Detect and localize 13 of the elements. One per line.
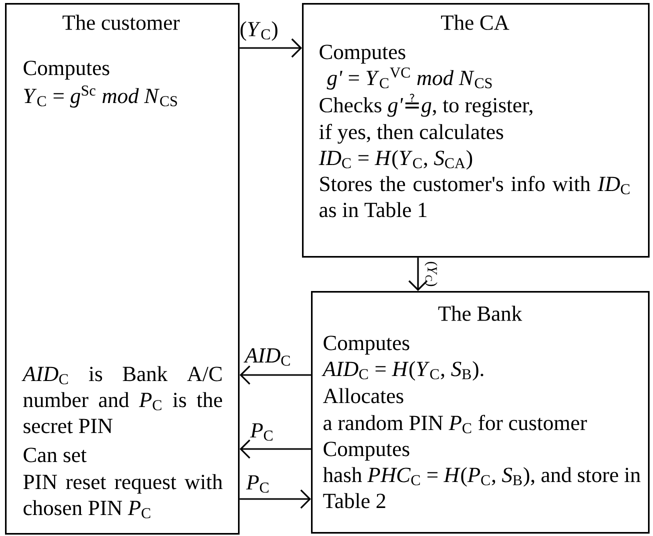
process-box: The Bank Computes AID$_{C}$ = H(Y$_{C}$, S$_{B}$). Allocates a random PIN P$_{C}$ for customer Computes hash PHC$_{C}$ = H(P$_{C}$, S$_{B}$), and store in Table 2: [311, 291, 650, 534]
arrow: [240, 439, 311, 459]
edge-label: AID$_{C}$: [244, 348, 290, 366]
process-box: The customer Computes Y$_{C}$ = g$^{Sc}$ mod N$_{CS}$ AID$_{C}$ is Bank A/C number and P$_{C}$ is the secret PIN Can set PIN reset request with chosen PIN P$_{C}$: [5, 3, 240, 535]
arrow: [408, 258, 428, 291]
arrow: [240, 489, 311, 509]
arrow: [240, 365, 311, 385]
process-box: The CA Computes g' = Y$_{C}$$^{VC}$ mod N$_{CS}$ Checks g'≟g, to register, if yes, then calculates ID$_{C}$ = H(Y$_{C}$, S$_{CA}$) Stores the customer's info with ID$_{C}$ as in Table 1: [302, 3, 650, 258]
edge-label: P$_{C}$: [246, 475, 268, 493]
edge-label: P$_{C}$: [250, 423, 272, 441]
edge-label: (Y$_{C}$): [240, 21, 278, 41]
edge-label: (Y$_{C}$): [424, 262, 438, 286]
arrow: [240, 38, 302, 58]
